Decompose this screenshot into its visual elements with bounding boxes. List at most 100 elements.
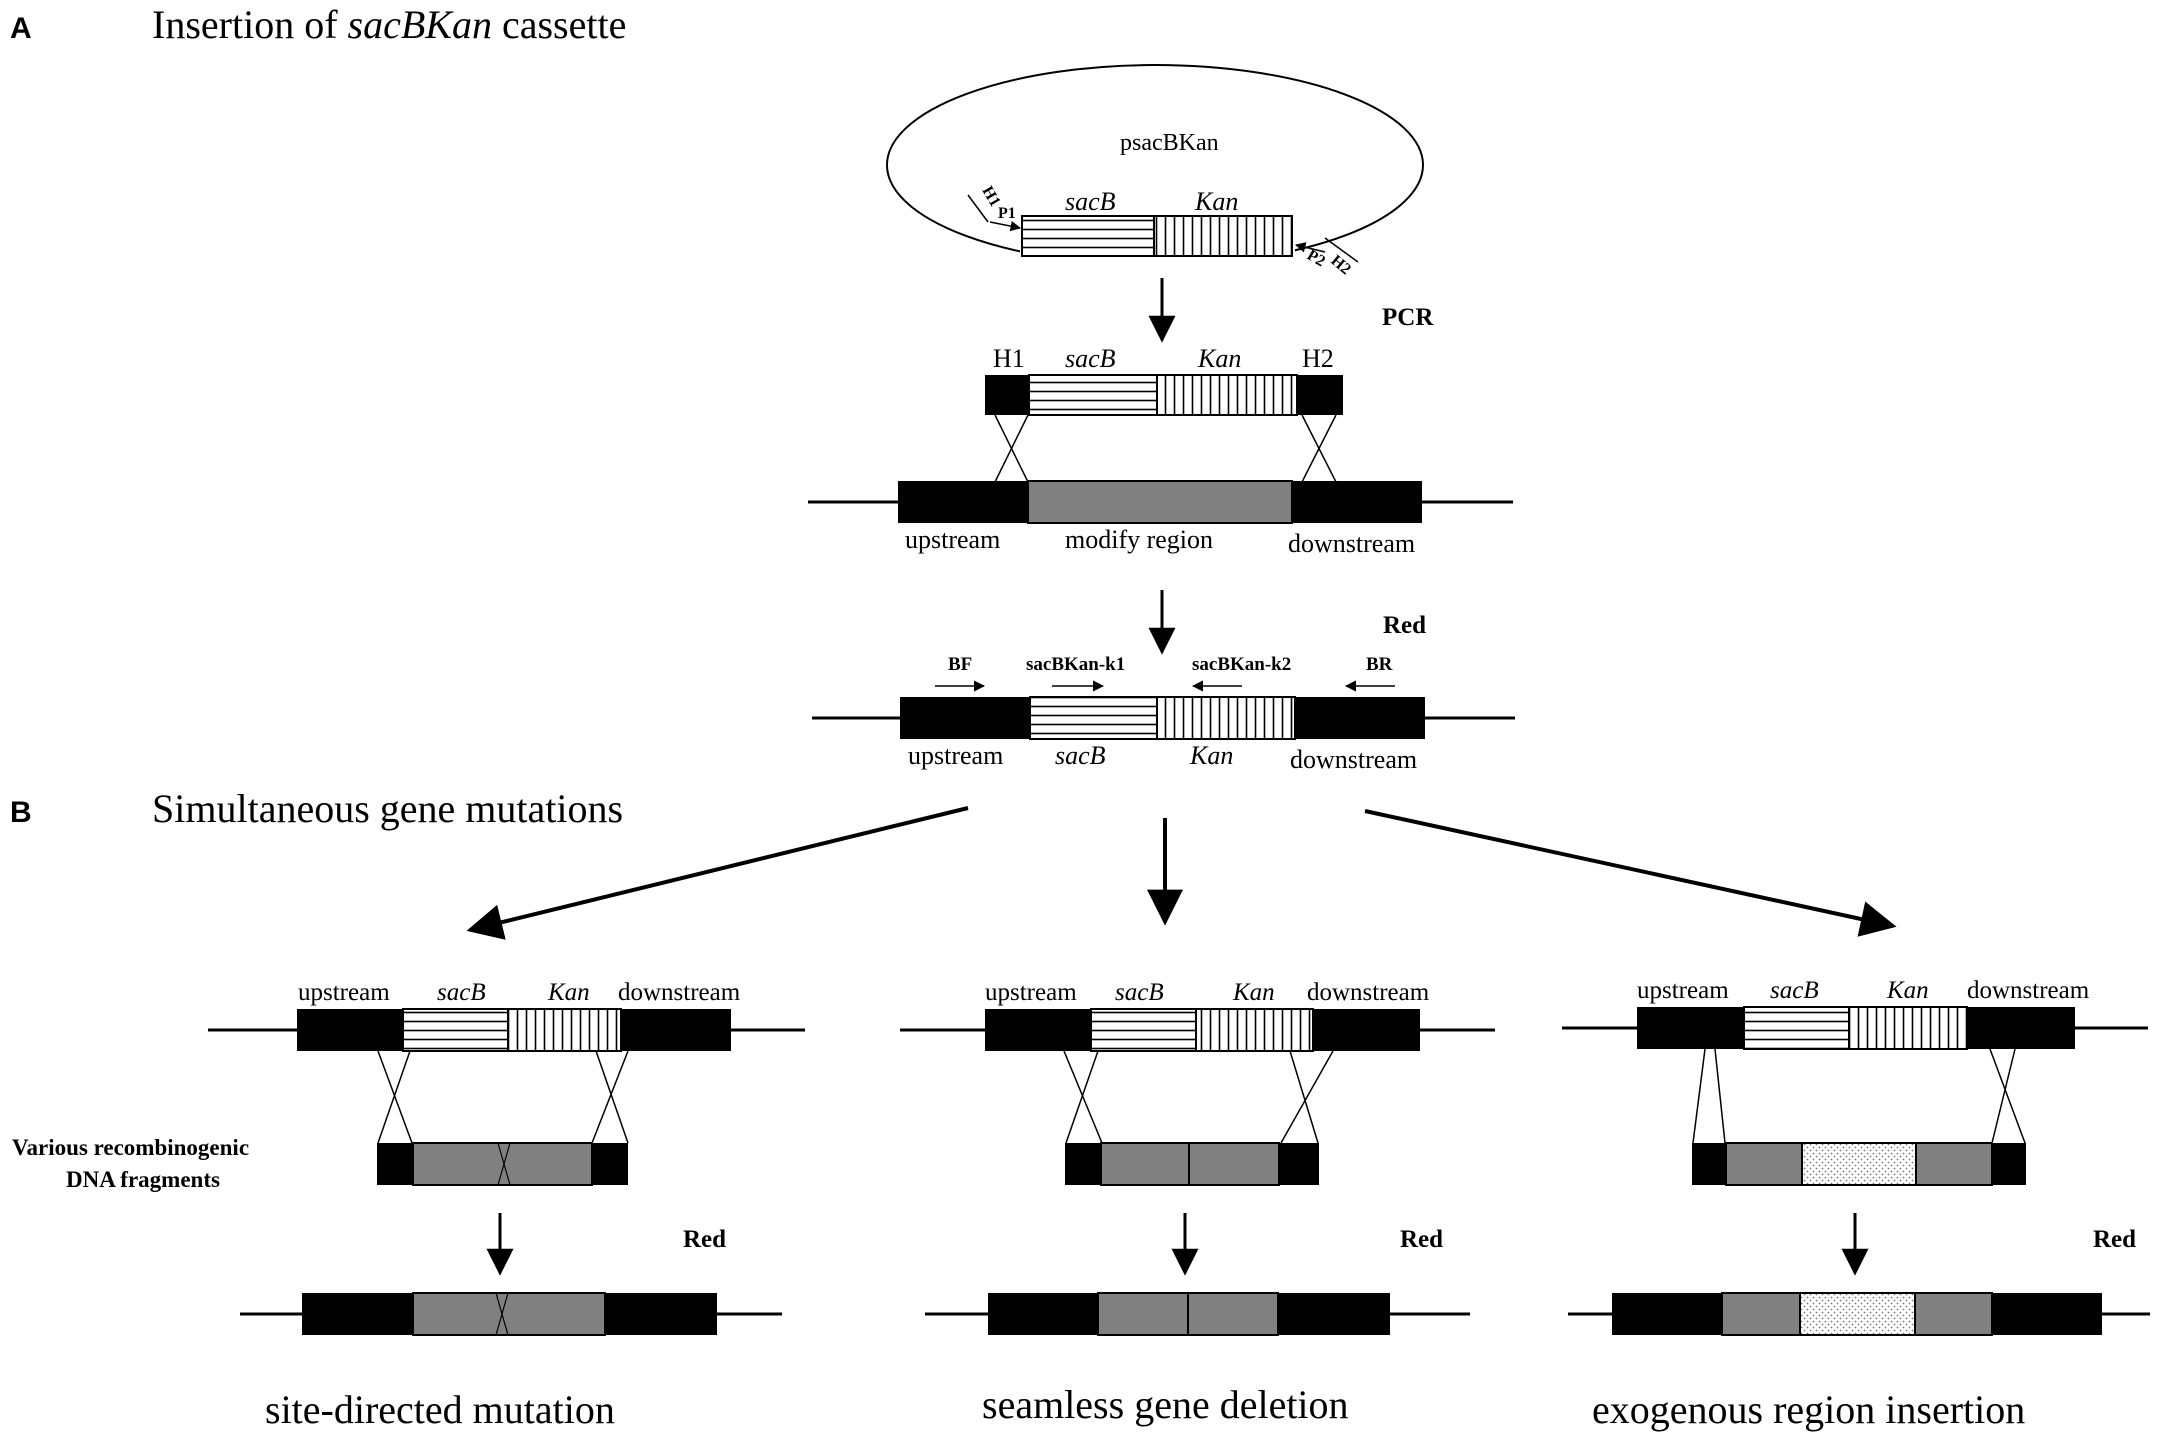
col3-cross-r1 bbox=[1989, 1048, 2026, 1144]
col2-result-downstream bbox=[1278, 1293, 1390, 1335]
chromosome-kan-2 bbox=[1156, 696, 1296, 740]
col2-result-gray-b bbox=[1187, 1292, 1279, 1336]
col3-kan-label: Kan bbox=[1886, 977, 1929, 1004]
panel-a-title-prefix: Insertion of bbox=[152, 2, 348, 47]
col2-fragment-left bbox=[1065, 1143, 1101, 1185]
fragments-label-line2: DNA fragments bbox=[66, 1167, 220, 1192]
col1-red-label: Red bbox=[683, 1226, 726, 1253]
col2-sacb-label: sacB bbox=[1115, 979, 1164, 1006]
branch-arrow-right bbox=[1364, 809, 1897, 937]
pcr-h1-block bbox=[985, 375, 1029, 415]
branch-arrow-left bbox=[466, 806, 969, 940]
col3-fragment-gray-a bbox=[1725, 1142, 1803, 1186]
col1-cross-r1 bbox=[591, 1050, 629, 1144]
outcome-site-directed: site-directed mutation bbox=[265, 1387, 615, 1432]
col1-kan-label: Kan bbox=[547, 979, 590, 1006]
pcr-h2-block bbox=[1297, 375, 1343, 415]
col1-fragment-left bbox=[377, 1143, 413, 1185]
plasmid-sacb-label: sacB bbox=[1065, 187, 1116, 216]
col2-fragment-right bbox=[1279, 1143, 1319, 1185]
col3-cross-l1 bbox=[1714, 1048, 1726, 1144]
plasmid-sacb-block bbox=[1021, 215, 1155, 257]
col1-cross-r2 bbox=[595, 1050, 629, 1144]
pcr-kan-label: Kan bbox=[1197, 344, 1241, 373]
crossover-right-b bbox=[1301, 414, 1337, 483]
col1-sacb-label: sacB bbox=[437, 979, 486, 1006]
col3-sacb-block bbox=[1743, 1006, 1850, 1050]
chromosome-modify-label: modify region bbox=[1065, 525, 1213, 554]
outcome-seamless-deletion: seamless gene deletion bbox=[982, 1382, 1349, 1427]
plasmid-kan-label: Kan bbox=[1194, 187, 1238, 216]
plasmid-name: psacBKan bbox=[1120, 130, 1219, 156]
outcome-exogenous-insertion: exogenous region insertion bbox=[1592, 1387, 2025, 1432]
col2-upstream-label: upstream bbox=[985, 979, 1077, 1006]
col3-upstream-block bbox=[1637, 1007, 1744, 1049]
col3-cross-l2 bbox=[1692, 1048, 1706, 1144]
col3-result-downstream bbox=[1992, 1293, 2102, 1335]
col3-fragment-gray-b bbox=[1915, 1142, 1993, 1186]
col2-cross-l1 bbox=[1063, 1050, 1103, 1144]
panel-a-letter: A bbox=[10, 12, 32, 45]
col2-kan-block bbox=[1195, 1008, 1314, 1052]
primer-k2-label: sacBKan-k2 bbox=[1192, 654, 1291, 675]
col2-fragment-gray-b bbox=[1188, 1142, 1280, 1186]
panel-a-title-italic: sacBKan bbox=[348, 2, 492, 47]
col2-upstream-block bbox=[985, 1009, 1091, 1051]
pcr-sacb-block bbox=[1028, 374, 1158, 416]
col3-fragment-exogenous bbox=[1801, 1142, 1917, 1186]
col1-cross-l1 bbox=[377, 1050, 413, 1144]
chromosome-upstream-label-1: upstream bbox=[905, 525, 1000, 554]
chromosome-downstream-label-1: downstream bbox=[1288, 529, 1415, 558]
plasmid-kan-block bbox=[1153, 215, 1293, 257]
panel-b-title: Simultaneous gene mutations bbox=[152, 786, 623, 831]
panel-a-title-suffix: cassette bbox=[492, 2, 626, 47]
col3-result-gray-a bbox=[1721, 1292, 1801, 1336]
col1-fragment-gray bbox=[412, 1142, 593, 1186]
col2-sacb-block bbox=[1090, 1008, 1197, 1052]
col3-result-gray-b bbox=[1914, 1292, 1993, 1336]
col1-upstream-block bbox=[297, 1009, 403, 1051]
col2-cross-l2 bbox=[1065, 1050, 1099, 1144]
chromosome-upstream-2 bbox=[900, 697, 1030, 739]
col1-result-mut-b bbox=[495, 1292, 509, 1336]
primer-p2-arrow bbox=[1294, 242, 1326, 253]
col1-fragment-mut-b bbox=[497, 1142, 511, 1186]
col2-cross-r1 bbox=[1280, 1050, 1334, 1144]
primer-br-label: BR bbox=[1366, 654, 1393, 675]
col2-kan-label: Kan bbox=[1232, 979, 1275, 1006]
chromosome-upstream-1 bbox=[898, 481, 1028, 523]
col2-cross-r2 bbox=[1289, 1050, 1319, 1144]
chromosome-sacb-2 bbox=[1029, 696, 1158, 740]
col3-sacb-label: sacB bbox=[1770, 977, 1819, 1004]
primer-bf-label: BF bbox=[948, 654, 972, 675]
col1-downstream-block bbox=[621, 1009, 731, 1051]
col3-cross-r2 bbox=[1991, 1048, 2016, 1144]
col1-sacb-block bbox=[402, 1008, 509, 1052]
primer-k1-label: sacBKan-k1 bbox=[1026, 654, 1125, 675]
col3-kan-block bbox=[1848, 1006, 1968, 1050]
panel-a-title: Insertion of sacBKan cassette bbox=[152, 2, 626, 47]
fragments-label-line1: Various recombinogenic bbox=[12, 1135, 249, 1160]
col2-result-upstream bbox=[988, 1293, 1098, 1335]
chromosome-sacb-label-2: sacB bbox=[1055, 741, 1106, 770]
primer-h2-tail bbox=[1324, 237, 1359, 263]
col1-downstream-label: downstream bbox=[618, 979, 741, 1006]
col2-result-gray-a bbox=[1097, 1292, 1189, 1336]
primer-p1-arrow bbox=[989, 220, 1022, 232]
col1-kan-block bbox=[507, 1008, 622, 1052]
col1-result-downstream bbox=[605, 1293, 717, 1335]
col2-fragment-gray-a bbox=[1100, 1142, 1190, 1186]
col3-red-label: Red bbox=[2093, 1226, 2136, 1253]
col3-upstream-label: upstream bbox=[1637, 977, 1729, 1004]
col3-result-upstream bbox=[1612, 1293, 1722, 1335]
panel-b-letter: B bbox=[10, 796, 32, 829]
chromosome-upstream-label-2: upstream bbox=[908, 741, 1003, 770]
col3-result-exogenous bbox=[1799, 1292, 1916, 1336]
col2-downstream-label: downstream bbox=[1307, 979, 1430, 1006]
red-label-a: Red bbox=[1383, 612, 1426, 639]
col1-result-gray bbox=[412, 1292, 606, 1336]
pcr-h1-label: H1 bbox=[993, 344, 1025, 373]
col3-fragment-left bbox=[1692, 1143, 1726, 1185]
col2-red-label: Red bbox=[1400, 1226, 1443, 1253]
